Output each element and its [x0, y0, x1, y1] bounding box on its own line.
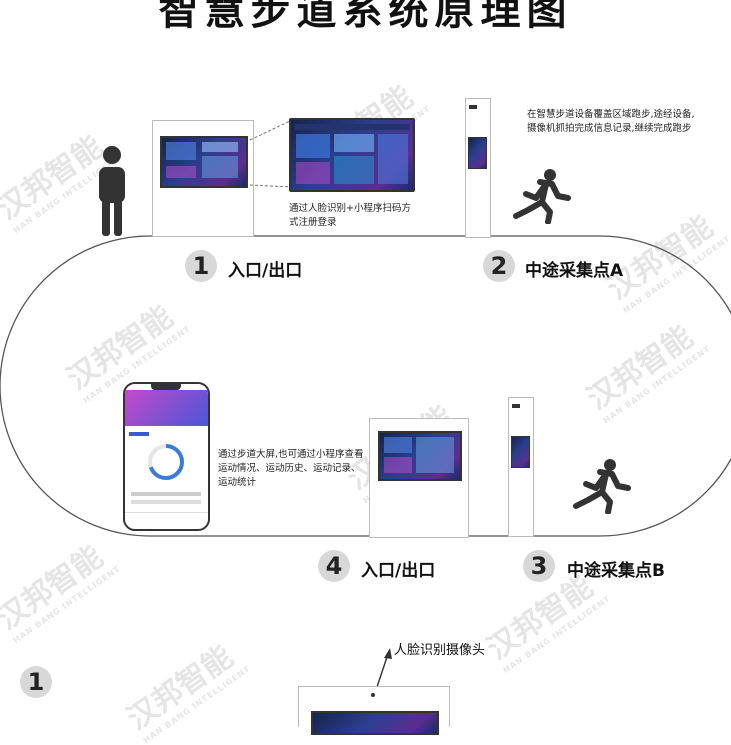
phone-mockup: [123, 382, 210, 531]
entrance-kiosk: [152, 120, 254, 237]
step-label: 中途采集点A: [525, 261, 624, 281]
progress-ring: [148, 444, 184, 480]
pillar-screen: [468, 137, 487, 169]
collect-note: 在智慧步道设备覆盖区域跑步,途经设备,摄像机抓拍完成信息记录,继续完成跑步: [527, 109, 695, 134]
track-oval: [0, 235, 731, 537]
register-note: 通过人脸识别+小程序扫码方式注册登录: [289, 203, 411, 228]
camera-label: 人脸识别摄像头: [394, 643, 486, 658]
kiosk-screen: [311, 711, 439, 735]
page-title: 智慧步道系统原理图: [158, 0, 573, 34]
camera-dot: [371, 693, 375, 697]
person-standing-icon: [99, 146, 125, 236]
step-number: 1: [185, 250, 217, 282]
step-number: 3: [523, 550, 555, 582]
step-number: 4: [318, 550, 350, 582]
runner-icon: [513, 169, 571, 224]
runner-icon: [573, 459, 631, 514]
collection-pillar-a: [465, 98, 491, 238]
pillar-screen: [511, 436, 530, 468]
collection-pillar-b: [508, 397, 534, 537]
callout-lines: [249, 119, 293, 188]
step-label: 入口/出口: [228, 261, 303, 281]
detail-number: 1: [20, 666, 52, 698]
exit-kiosk: [369, 418, 469, 538]
step-label: 入口/出口: [361, 561, 436, 581]
stats-note: 通过步道大屏,也可通过小程序查看运动情况、运动历史、运动记录、运动统计: [218, 449, 364, 488]
kiosk-screen: [378, 431, 462, 481]
step-label: 中途采集点B: [567, 561, 665, 581]
detail-kiosk: [298, 686, 450, 735]
zoomed-dashboard: [289, 118, 415, 192]
step-number: 2: [483, 250, 515, 282]
kiosk-screen: [160, 136, 248, 188]
